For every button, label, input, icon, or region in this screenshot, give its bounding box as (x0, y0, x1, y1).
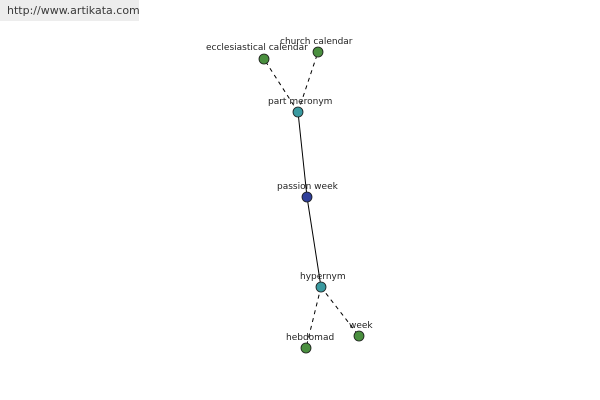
node-hebdomad[interactable] (300, 342, 312, 354)
graph-edges (263, 51, 360, 349)
edge-part-meronym-passion-week (297, 111, 308, 198)
label-part-meronym: part meronym (268, 97, 332, 107)
label-week[interactable]: week (349, 321, 373, 331)
edge-part-meronym-ecclesiastical-calendar (263, 58, 299, 113)
label-hebdomad[interactable]: hebdomad (286, 333, 334, 343)
edge-part-meronym-church-calendar (297, 51, 319, 113)
label-church-calendar[interactable]: church calendar (280, 37, 353, 47)
node-ecclesiastical-calendar[interactable] (258, 53, 270, 65)
graph-nodes: ecclesiastical calendar church calendar … (206, 37, 373, 354)
label-hypernym: hypernym (300, 272, 346, 282)
node-church-calendar[interactable] (312, 46, 324, 58)
edge-hypernym-hebdomad (305, 286, 322, 349)
label-ecclesiastical-calendar[interactable]: ecclesiastical calendar (206, 43, 308, 53)
label-passion-week: passion week (277, 182, 339, 192)
url-banner: http://www.artikata.com (0, 0, 140, 21)
node-week[interactable] (353, 330, 365, 342)
site-url[interactable]: http://www.artikata.com (7, 4, 140, 17)
node-passion-week[interactable] (301, 191, 313, 203)
edge-passion-week-hypernym (306, 196, 322, 288)
edge-hypernym-week (320, 286, 360, 337)
node-hypernym[interactable] (315, 281, 327, 293)
node-part-meronym[interactable] (292, 106, 304, 118)
